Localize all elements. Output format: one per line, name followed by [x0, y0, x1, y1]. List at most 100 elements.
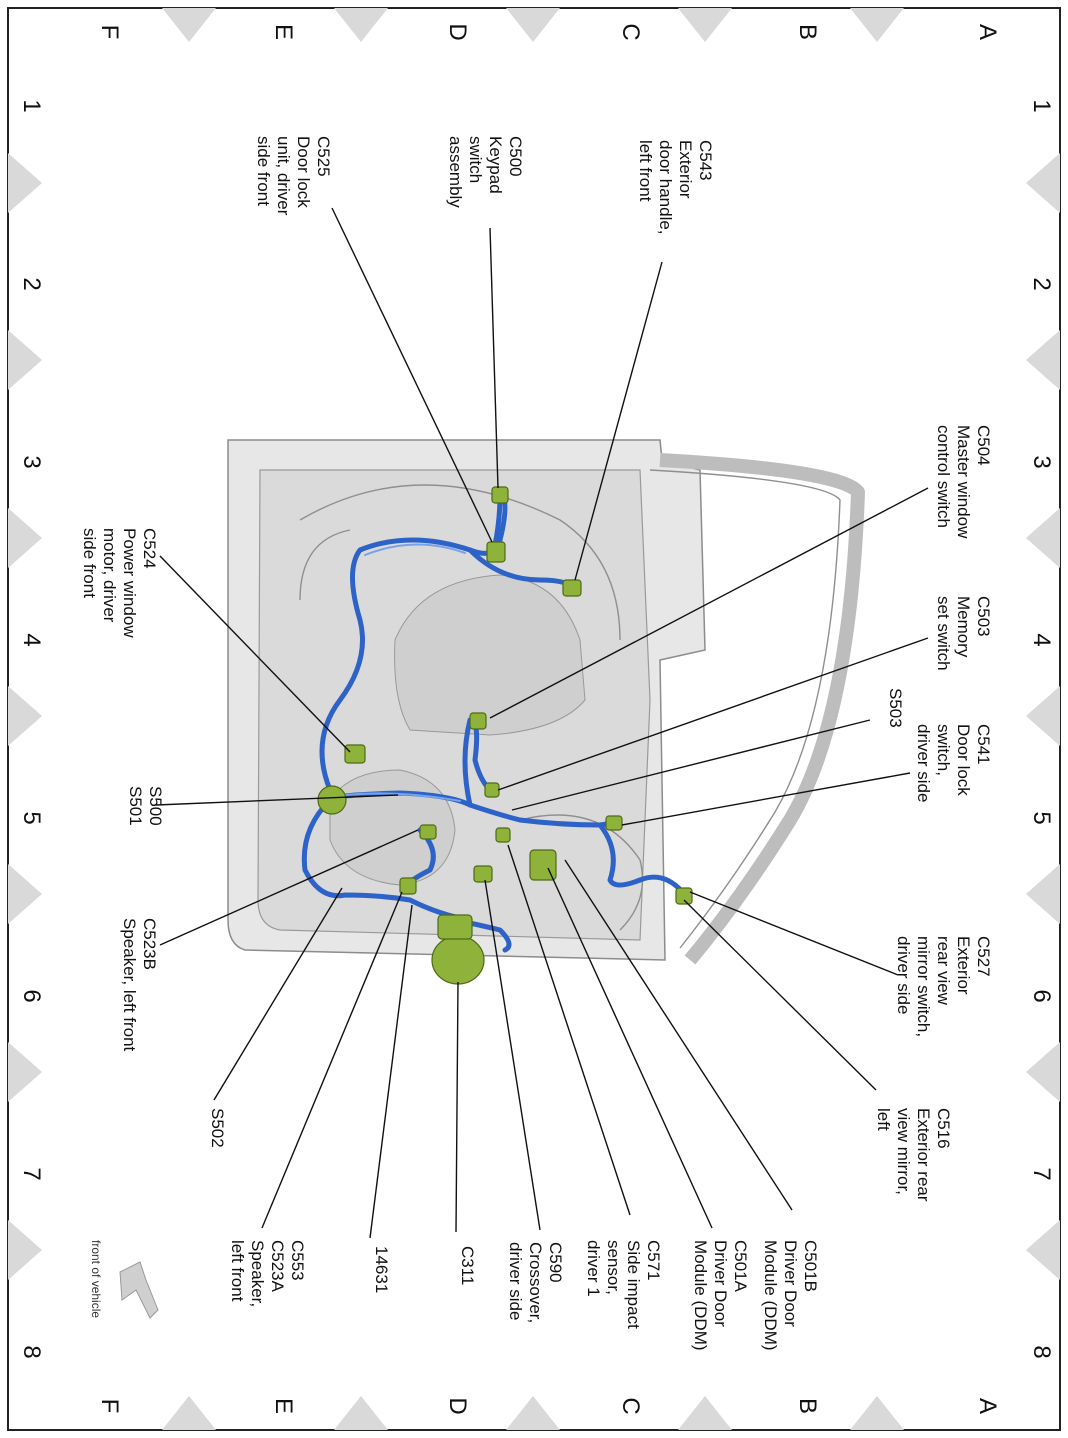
connector-c590-body — [437, 914, 473, 940]
leader-s503 — [511, 719, 871, 811]
leader-c503 — [497, 637, 929, 791]
window-frame — [659, 453, 865, 965]
callout-c501b: C501B Driver Door Module (DDM) — [761, 1240, 820, 1351]
callout-s500: S500 S501 — [126, 786, 165, 830]
grid-letter-f-bottom: F — [96, 1399, 123, 1414]
grid-number-8-left: 8 — [18, 1345, 45, 1358]
connector-c524 — [344, 744, 366, 764]
leader-c524 — [159, 555, 351, 753]
grid-number-5-left: 5 — [18, 811, 45, 824]
leader-c553 — [261, 891, 403, 1229]
leader-c501a — [547, 867, 713, 1229]
door-contour-1 — [299, 484, 621, 641]
leader-c516 — [683, 899, 877, 1091]
leader-lines — [155, 207, 929, 1239]
connector-c543 — [562, 579, 582, 597]
leader-c504 — [489, 487, 929, 719]
connector-c525 — [486, 541, 506, 563]
grid-letter-b-bottom: B — [794, 1398, 821, 1414]
grid-number-3-right: 3 — [1028, 455, 1055, 468]
callout-c500: C500 Keypad switch assembly — [446, 136, 525, 208]
grid-number-2-left: 2 — [18, 277, 45, 290]
callout-c527: C527 Exterior rear view mirror switch, d… — [894, 936, 993, 1042]
callout-c525: C525 Door lock unit, driver side front — [254, 136, 333, 220]
grid-markers — [8, 8, 1060, 1430]
grid-letter-f-top: F — [96, 25, 123, 40]
harness-lower-loop — [301, 797, 473, 923]
connector-c523b — [317, 785, 347, 815]
connector-c504 — [469, 712, 487, 730]
connector-c500 — [491, 486, 509, 504]
leader-c501b — [564, 859, 793, 1211]
callout-c571: C571 Side impact sensor, driver 1 — [584, 1240, 663, 1334]
grid-number-6-left: 6 — [18, 989, 45, 1002]
callout-c590: C590 Crossover, driver side — [506, 1242, 565, 1328]
orientation-indicator: front of vehicle — [89, 1240, 159, 1319]
connector-c590 — [473, 865, 493, 883]
grid-number-2-right: 2 — [1028, 277, 1055, 290]
grid-letters-bottom: A B C D E F — [96, 1397, 1001, 1414]
grid-numbers-left: 1 2 3 4 5 6 7 8 — [18, 99, 45, 1358]
callout-c504: C504 Master window control switch — [934, 425, 993, 543]
leader-s502 — [213, 887, 343, 1101]
window-frame-edge — [649, 469, 841, 949]
grid-letters-top: A B C D E F — [96, 23, 1001, 40]
callout-s502: S502 — [208, 1108, 227, 1148]
leader-c525 — [331, 207, 493, 543]
grid-number-8-right: 8 — [1028, 1345, 1055, 1358]
door-contour-3 — [519, 814, 644, 931]
leader-c571 — [507, 844, 631, 1216]
door-access-opening — [394, 574, 586, 736]
callout-c503: C503 Memory set switch — [934, 596, 993, 671]
callout-c501a: C501A Driver Door Module (DDM) — [691, 1240, 750, 1351]
grid-letter-c-bottom: C — [617, 1397, 644, 1414]
grid-letter-e-top: E — [270, 24, 297, 40]
grid-number-6-right: 6 — [1028, 989, 1055, 1002]
callout-c543: C543 Exterior door handle, left front — [636, 140, 715, 239]
callout-c516: C516 Exterior rear view mirror, left — [874, 1108, 953, 1206]
connector-c541 — [605, 815, 623, 831]
front-of-vehicle-label: front of vehicle — [89, 1240, 103, 1318]
grid-number-1-right: 1 — [1028, 99, 1055, 112]
callout-s503: S503 — [886, 688, 905, 728]
grid-letter-e-bottom: E — [270, 1398, 297, 1414]
grid-letter-d-bottom: D — [444, 1397, 471, 1414]
leader-c543 — [574, 261, 663, 581]
leader-14631 — [369, 904, 413, 1239]
callout-c523b: C523B Speaker, left front — [120, 918, 159, 1052]
grid-number-5-right: 5 — [1028, 811, 1055, 824]
connector-c553 — [399, 877, 417, 895]
leader-c523b — [159, 829, 419, 946]
callout-14631: 14631 — [372, 1246, 391, 1293]
grid-letter-c-top: C — [617, 23, 644, 40]
door-contour-2 — [299, 529, 351, 601]
grid-number-7-left: 7 — [18, 1167, 45, 1180]
grid-letter-a-bottom: A — [974, 1398, 1001, 1414]
door-panel — [227, 439, 865, 965]
callout-c541: C541 Door lock switch, driver side — [914, 724, 993, 802]
leader-c311 — [455, 981, 459, 1233]
leader-s500 — [155, 794, 399, 806]
leader-c590 — [484, 879, 541, 1231]
callout-c553: C553 C523A Speaker, left front — [228, 1240, 307, 1312]
connector-c571 — [495, 827, 511, 843]
grid-number-7-right: 7 — [1028, 1167, 1055, 1180]
harness-highlight-2 — [364, 543, 466, 556]
connector-c311 — [431, 935, 485, 985]
leader-c541 — [621, 772, 911, 826]
grid-number-4-right: 4 — [1028, 633, 1055, 646]
harness-mirror-branch — [597, 822, 688, 898]
leader-c527 — [689, 891, 899, 976]
grid-number-4-left: 4 — [18, 633, 45, 646]
harness-highlight-1 — [344, 792, 461, 802]
speaker-mount — [329, 769, 456, 886]
grid-numbers-right: 1 2 3 4 5 6 7 8 — [1028, 99, 1055, 1358]
grid-letter-b-top: B — [794, 24, 821, 40]
grid-letter-d-top: D — [444, 23, 471, 40]
leader-c500 — [489, 227, 499, 489]
callout-c311: C311 — [458, 1246, 477, 1285]
connector-c527 — [675, 887, 693, 905]
grid-letter-a-top: A — [974, 24, 1001, 40]
grid-number-3-left: 3 — [18, 455, 45, 468]
